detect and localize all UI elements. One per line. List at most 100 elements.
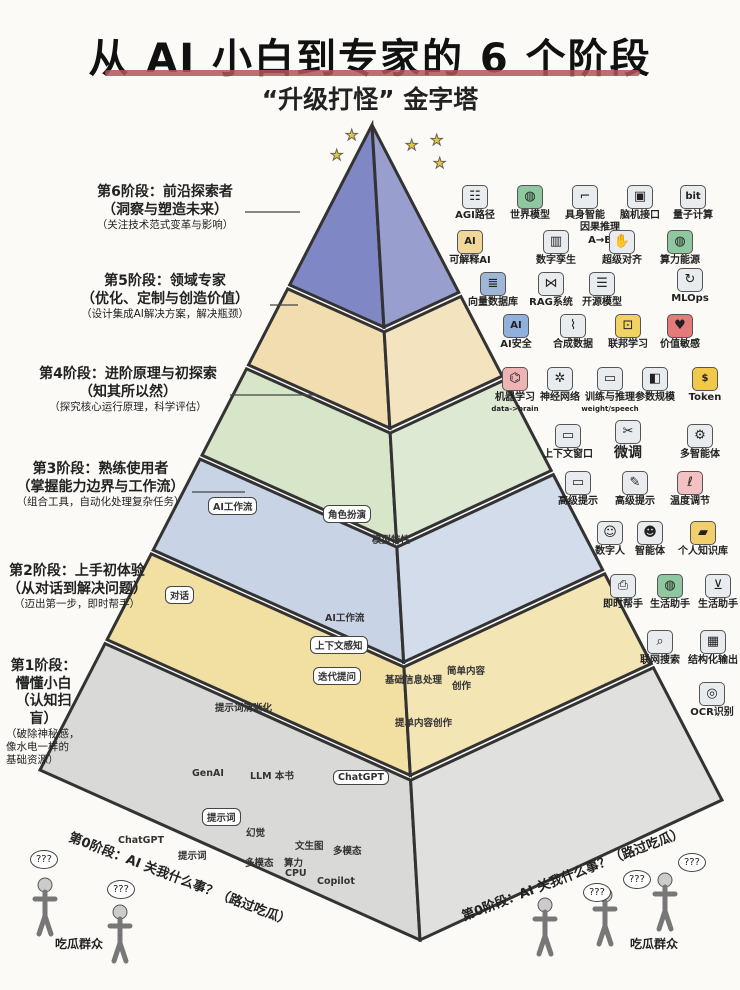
chip-brain-icon: ▣ — [627, 185, 653, 209]
stage-desc: （组合工具，自动化处理复杂任务） — [16, 496, 185, 508]
tier1-label: 文生图 — [295, 841, 324, 852]
concept-label: OCR识别 — [690, 707, 734, 718]
concept-sublabel: A→B — [588, 235, 612, 246]
brain-icon: ⌬ — [502, 367, 528, 391]
tier3-label: AI工作流 — [208, 497, 258, 515]
test-tube-icon: ⌇ — [560, 314, 586, 338]
concept-label: 高级提示 — [558, 496, 598, 507]
robot-icon: ☻ — [637, 521, 663, 545]
concept-label: 合成数据 — [553, 339, 593, 350]
stage-subtitle: （掌握能力边界与工作流） — [16, 478, 185, 495]
tier3-label: 角色扮演 — [323, 505, 372, 523]
thermometer-icon: ℓ — [677, 471, 703, 495]
bystander-figure — [32, 877, 58, 937]
concept-label: 生活助手 — [650, 599, 690, 610]
concept-label: 数字人 — [595, 546, 625, 557]
concept-label: RAG系统 — [529, 297, 573, 308]
concept-label: Token — [688, 392, 722, 403]
question-bubble: ??? — [623, 870, 651, 889]
concept-label: 脑机接口 — [620, 210, 660, 221]
star-icon: ★ — [330, 146, 343, 164]
tier1-label: CPU — [285, 868, 307, 879]
globe-icon: ◍ — [667, 230, 693, 254]
stage-subtitle: （优化、定制与创造价值） — [81, 290, 249, 307]
tools-icon: ✂ — [615, 420, 641, 444]
stage-desc-3: 基础资源） — [6, 754, 59, 767]
folder-icon: ▰ — [690, 521, 716, 545]
stage-title: 第1阶段： — [10, 658, 77, 674]
stage-4-label: 第4阶段：进阶原理与初探索 （知其所以然） （探究核心运行原理，科学评估） — [28, 366, 228, 414]
stage-title: 第4阶段：进阶原理与初探索 — [39, 366, 217, 382]
question-bubble: ??? — [30, 850, 58, 869]
cycle-icon: ↻ — [677, 268, 703, 292]
question-bubble: ??? — [107, 880, 135, 899]
concept-label: 价值敏感 — [660, 339, 700, 350]
star-icon: ★ — [405, 136, 418, 154]
question-bubble: ??? — [678, 853, 706, 872]
concept-label: 结构化输出 — [688, 655, 738, 666]
concept-label: 可解释AI — [449, 255, 491, 266]
crowd-label-left: 吃瓜群众 — [55, 937, 104, 951]
cart-icon: ⊻ — [705, 574, 731, 598]
chat-bubble-icon: ▭ — [597, 367, 623, 391]
star-icon: ★ — [433, 154, 446, 172]
concept-label: 联邦学习 — [608, 339, 648, 350]
stage-6-label: 第6阶段：前沿探索者 （洞察与塑造未来） （关注技术范式变革与影响） — [85, 184, 245, 232]
concept-label: AGI路径 — [455, 210, 495, 221]
document-pen-icon: ✎ — [622, 471, 648, 495]
crowd-label-right: 吃瓜群众 — [630, 937, 679, 951]
city-icon: ▥ — [543, 230, 569, 254]
shield-icon: AI — [503, 314, 529, 338]
tier2-label: 提示词清晰化 — [215, 703, 273, 714]
tier3-label: 模型特性 — [372, 535, 411, 546]
concept-label: 开源模型 — [582, 297, 622, 308]
person-portrait-icon: ☺ — [597, 521, 623, 545]
concept-label: 联网搜索 — [640, 655, 680, 666]
tier1-label: 提示词 — [178, 851, 207, 862]
bit-chip-icon: bit — [680, 185, 706, 209]
tier-4-right-face — [388, 378, 554, 545]
network-icon: ⋈ — [538, 272, 564, 296]
chat-bubble-icon: ▭ — [565, 471, 591, 495]
stage-title: 第6阶段：前沿探索者 — [97, 184, 233, 200]
concept-label: 上下文窗口 — [543, 449, 593, 460]
concept-label: 温度调节 — [670, 496, 710, 507]
star-icon: ★ — [430, 131, 443, 149]
concept-label: 生活助手 — [698, 599, 738, 610]
tier2-label: 简单内容 — [447, 666, 486, 677]
concept-sublabel: weight/speech — [581, 405, 639, 413]
stage-title: 第2阶段：上手初体验 — [9, 563, 145, 579]
stage-subtitle: （洞察与塑造未来） — [102, 201, 228, 218]
tier1-label: 多模态 — [333, 846, 362, 857]
stage-1-label: 第1阶段： 懵懂小白 （认知扫盲） （破除神秘感， 像水电一样的 基础资源） — [6, 658, 81, 767]
tier1-label: ChatGPT — [333, 770, 389, 785]
server-icon: ☰ — [589, 272, 615, 296]
concept-label: 神经网络 — [540, 392, 580, 403]
gear-icon: ⚙ — [687, 424, 713, 448]
concept-label: 向量数据库 — [468, 297, 518, 308]
camera-scan-icon: ◎ — [699, 682, 725, 706]
stage-subtitle-2: （认知扫盲） — [15, 693, 72, 727]
neural-net-icon: ✲ — [547, 367, 573, 391]
heart-icon: ♥ — [667, 314, 693, 338]
concept-label: 量子计算 — [673, 210, 713, 221]
bystander-figure — [652, 872, 678, 932]
printer-icon: ⎙ — [610, 574, 636, 598]
tier2-label: 对话 — [165, 586, 195, 604]
tier2-label: 迭代提问 — [313, 667, 362, 685]
concept-label: 高级提示 — [615, 496, 655, 507]
ladder-icon: ☷ — [462, 185, 488, 209]
tier-1-right-face — [409, 665, 725, 943]
stage-desc: （探究核心运行原理，科学评估） — [49, 401, 207, 413]
stage-title: 第3阶段：熟练使用者 — [32, 461, 169, 477]
tier3-label: AI工作流 — [325, 613, 365, 624]
question-bubble: ??? — [583, 883, 611, 902]
globe-icon: ◍ — [657, 574, 683, 598]
stage-desc: （设计集成AI解决方案，解决瓶颈） — [81, 308, 249, 320]
tier1-label: 多模态 — [245, 858, 274, 869]
concept-label: 即时帮手 — [603, 599, 643, 610]
concept-label: 数字孪生 — [536, 255, 576, 266]
stage-3-label: 第3阶段：熟练使用者 （掌握能力边界与工作流） （组合工具，自动化处理复杂任务） — [8, 461, 193, 509]
magnifier-icon: ⌕ — [647, 630, 673, 654]
